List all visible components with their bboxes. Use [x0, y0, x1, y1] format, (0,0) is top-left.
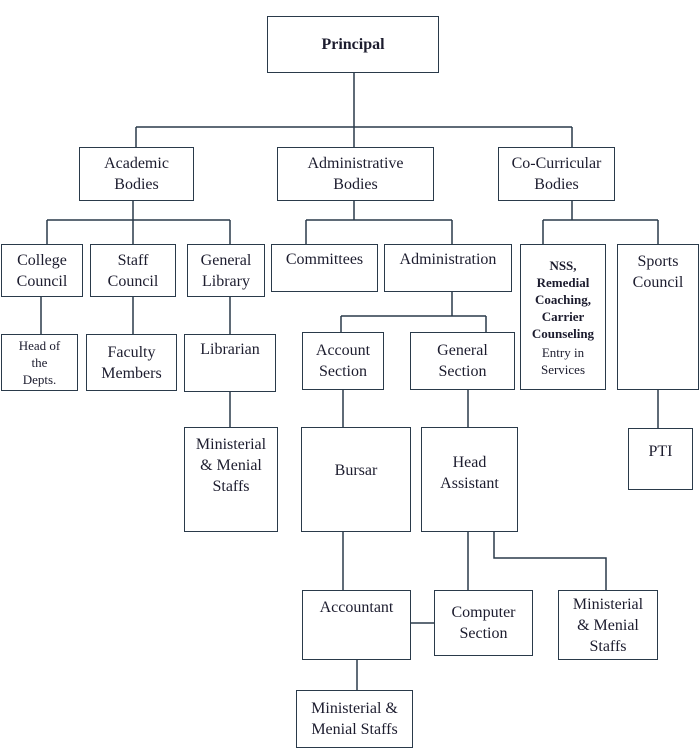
pti-box: PTI: [628, 428, 693, 490]
ministerial-library-box: Ministerial & Menial Staffs: [184, 427, 278, 532]
cocurricular-bodies-box: Co-Curricular Bodies: [498, 147, 615, 201]
sports-council-box: Sports Council: [617, 244, 699, 390]
accountant-box: Accountant: [302, 590, 411, 660]
bursar-box: Bursar: [301, 427, 411, 532]
nss-activities-title: NSS, Remedial Coaching, Carrier Counseli…: [531, 257, 595, 341]
administration-box: Administration: [384, 244, 512, 292]
ministerial-accountant-box: Ministerial & Menial Staffs: [296, 690, 413, 748]
committees-box: Committees: [271, 244, 378, 292]
general-section-box: General Section: [410, 332, 515, 390]
nss-activities-subtitle: Entry in Services: [540, 344, 586, 377]
academic-bodies-box: Academic Bodies: [79, 147, 194, 201]
principal-box: Principal: [267, 16, 439, 73]
faculty-members-box: Faculty Members: [86, 334, 177, 391]
head-of-depts-box: Head of the Depts.: [1, 334, 78, 391]
librarian-box: Librarian: [184, 334, 276, 392]
head-assistant-box: Head Assistant: [421, 427, 518, 532]
general-library-box: General Library: [187, 244, 265, 297]
account-section-box: Account Section: [302, 332, 384, 390]
computer-section-box: Computer Section: [434, 590, 533, 656]
nss-activities-box: NSS, Remedial Coaching, Carrier Counseli…: [520, 244, 606, 390]
staff-council-box: Staff Council: [90, 244, 176, 297]
college-council-box: College Council: [1, 244, 83, 297]
administrative-bodies-box: Administrative Bodies: [277, 147, 434, 201]
ministerial-head-assistant-box: Ministerial & Menial Staffs: [558, 590, 658, 660]
